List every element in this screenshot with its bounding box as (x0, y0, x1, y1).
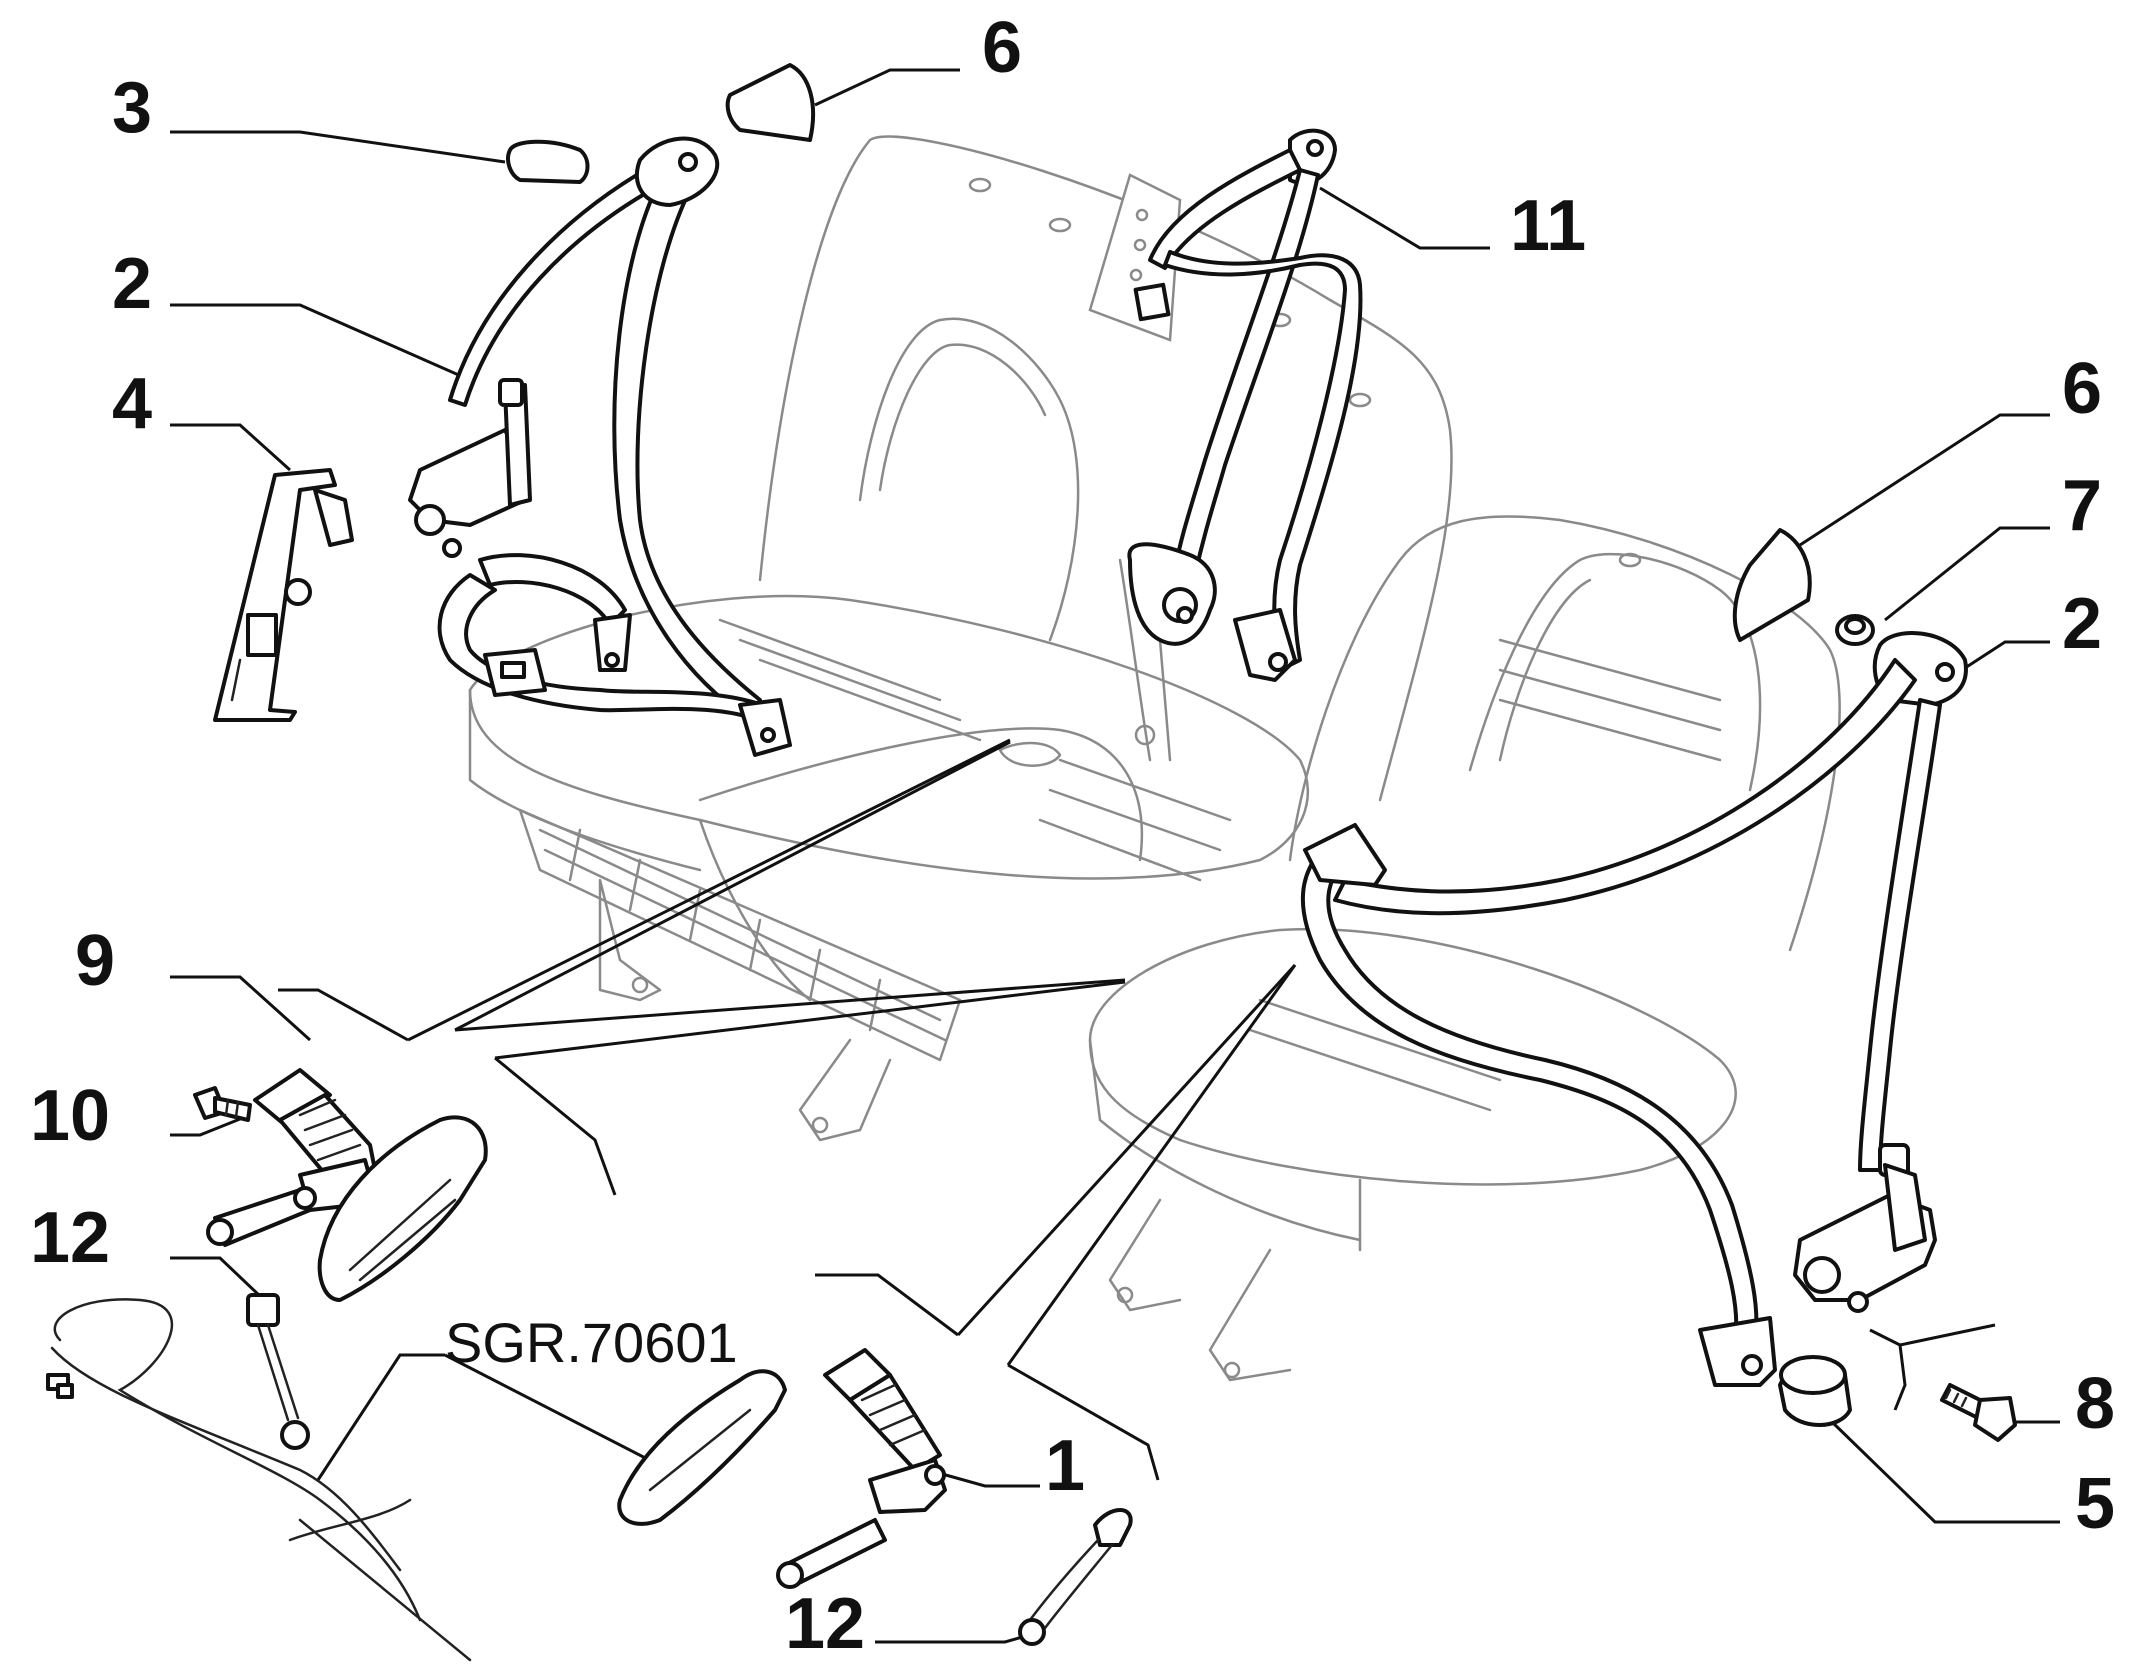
callout-12-bottom: 12 (785, 1584, 865, 1664)
callout-7: 7 (2062, 466, 2102, 546)
part-11-center-seat-belt (1127, 128, 1363, 682)
right-outer-seat-belt (1300, 631, 1968, 1387)
right-seat-back (1288, 515, 1841, 952)
left-upper-anchor (634, 136, 720, 207)
part-4-mounting-bracket (213, 468, 354, 722)
wiring-harness (46, 1298, 472, 1662)
headrest-holes (968, 177, 1642, 568)
part-6-right-trim-cover (1732, 528, 1812, 642)
rear-bench-seat (468, 135, 1841, 1382)
seat-legs (598, 878, 1292, 1382)
callout-6-top: 6 (982, 8, 1022, 88)
callout-1: 1 (1045, 1426, 1085, 1506)
part-7-bushing (1835, 614, 1875, 646)
callout-3: 3 (112, 68, 152, 148)
callout-9: 9 (75, 921, 115, 1001)
leader-lines (170, 68, 2060, 1644)
callout-labels: 3 2 4 6 11 6 7 2 9 10 12 1 12 8 5 SGR.70… (30, 8, 2115, 1664)
left-belt-webbing (448, 168, 662, 407)
part-3-cover-cap (506, 139, 590, 184)
right-seat-cushion (1088, 927, 1737, 1186)
right-cushion-stitching (1248, 638, 1722, 1112)
callout-12-left: 12 (30, 1198, 110, 1278)
callout-6-right: 6 (2062, 349, 2102, 429)
part-6-top-trim-cover (725, 63, 815, 142)
left-seat-cushion (468, 594, 1310, 880)
left-outer-seat-belt (408, 136, 792, 757)
callout-11: 11 (1510, 186, 1586, 266)
callout-8: 8 (2075, 1364, 2115, 1444)
part-1-buckle-assembly (776, 1348, 947, 1589)
part-10-buckle-bolt (193, 1086, 252, 1122)
callout-2-left: 2 (112, 244, 152, 324)
part-12-left-sensor-strap (246, 1293, 310, 1450)
seat-side-trim-cover-2 (617, 1369, 787, 1526)
seat-side-trim-cover (317, 1115, 488, 1302)
callout-2-right: 2 (2062, 584, 2102, 664)
part-8-anchor-bolt (1940, 1383, 2017, 1442)
reference-code: SGR.70601 (445, 1311, 738, 1374)
part-5-bolt-cap (1778, 1355, 1852, 1427)
cushion-stitching (718, 618, 1232, 882)
callout-10: 10 (30, 1076, 110, 1156)
part-12-bottom-sensor-strap (1018, 1508, 1133, 1646)
callout-4: 4 (112, 364, 152, 444)
under-seat-grille (518, 808, 962, 1062)
left-seat-back-inner (858, 317, 1080, 642)
callout-5: 5 (2075, 1464, 2115, 1544)
